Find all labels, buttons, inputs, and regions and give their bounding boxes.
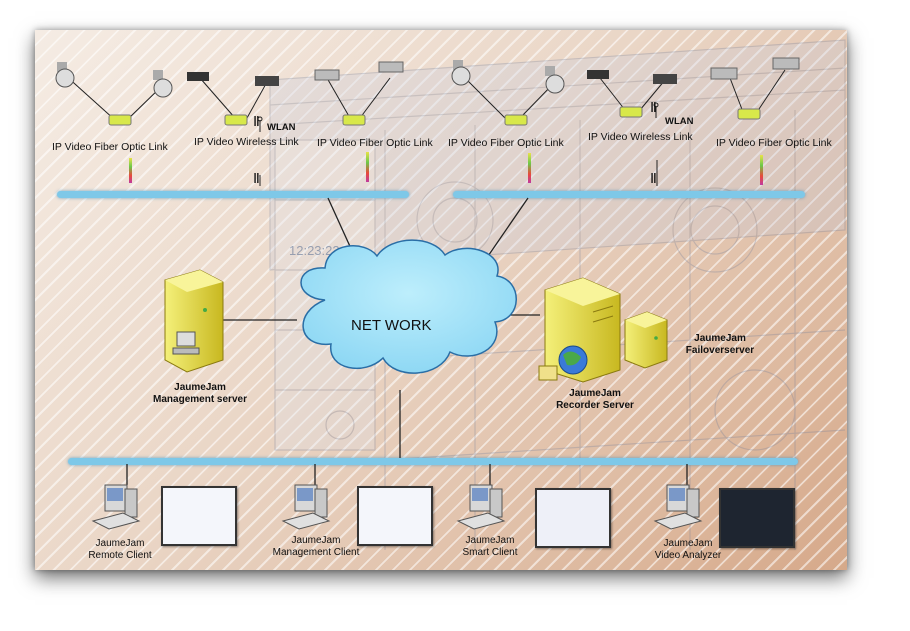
camera-group-5 <box>587 70 677 186</box>
link-label: IP Video Fiber Optic Link <box>716 137 832 149</box>
recorder-server-icon <box>538 277 621 383</box>
box-camera-icon <box>378 61 404 73</box>
wireless-device-icon <box>224 114 248 126</box>
box-camera-icon <box>772 57 800 70</box>
fiber-drop-icon <box>760 155 763 185</box>
fiber-device-icon <box>342 114 366 126</box>
wlan-label: WLAN <box>267 122 296 133</box>
fiber-drop-icon <box>129 158 132 183</box>
camera-group-2 <box>187 72 279 186</box>
network-cloud-icon <box>300 239 517 374</box>
diagram-canvas: 12:23:22:09 <box>35 30 847 570</box>
network-cloud-label: NET WORK <box>351 317 432 334</box>
workstation-icon <box>91 484 141 530</box>
link-label: IP Video Fiber Optic Link <box>448 137 564 149</box>
link-label: IP Video Wireless Link <box>194 136 299 148</box>
management-client-screen <box>357 486 433 546</box>
wlan-label: WLAN <box>665 116 694 127</box>
antenna-icon: Ⅱ <box>650 99 657 115</box>
client-bus <box>68 458 798 465</box>
fiber-device-icon <box>737 108 761 120</box>
camera-group-6 <box>710 57 800 185</box>
link-label: IP Video Fiber Optic Link <box>52 141 168 153</box>
management-server-icon <box>164 269 224 373</box>
link-label: IP Video Wireless Link <box>588 131 693 143</box>
fiber-drop-icon <box>366 152 369 182</box>
dome-camera-icon <box>451 60 471 86</box>
dome-camera-icon <box>545 66 565 94</box>
wireless-device-icon <box>619 106 643 118</box>
fiber-device-icon <box>108 114 132 126</box>
antenna-icon: Ⅱ <box>650 170 657 186</box>
box-camera-icon <box>653 74 677 84</box>
camera-group-1 <box>55 62 173 183</box>
diagram-graphics <box>55 57 800 530</box>
link-label: IP Video Fiber Optic Link <box>317 137 433 149</box>
fiber-drop-icon <box>528 153 531 183</box>
box-camera-icon <box>587 70 609 79</box>
camera-group-3 <box>314 61 404 182</box>
antenna-icon: Ⅱ <box>253 170 260 186</box>
fiber-device-icon <box>504 114 528 126</box>
dome-camera-icon <box>153 70 173 98</box>
antenna-icon: Ⅱ <box>253 113 260 129</box>
box-camera-icon <box>314 69 340 81</box>
dome-camera-icon <box>55 62 75 88</box>
camera-bus-left <box>57 191 409 198</box>
smart-client-screen <box>535 488 611 548</box>
workstation-icon <box>281 484 331 530</box>
box-camera-icon <box>710 67 738 80</box>
camera-group-4 <box>451 60 565 183</box>
box-camera-icon <box>255 76 279 86</box>
workstation-icon <box>653 484 703 530</box>
box-camera-icon <box>187 72 209 81</box>
remote-client-screen <box>161 486 237 546</box>
video-analyzer-screen <box>719 488 795 548</box>
failover-server-icon <box>624 311 668 369</box>
camera-bus-right <box>453 191 805 198</box>
workstation-icon <box>456 484 506 530</box>
